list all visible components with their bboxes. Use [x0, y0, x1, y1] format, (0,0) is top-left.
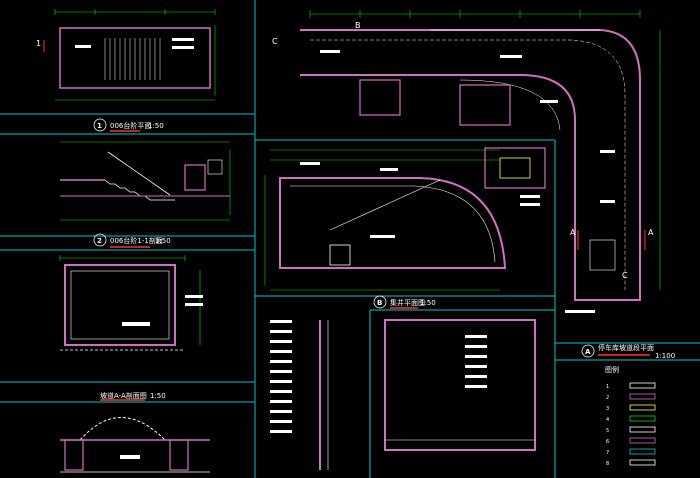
legend-swatch — [629, 404, 656, 411]
panel-a-ramp-plan: B C A A C A 停车库坡道段平面 1:100 — [272, 10, 675, 360]
legend-item-label: 4 — [606, 417, 609, 423]
panel-b-number: B — [377, 299, 382, 307]
panel-2-section: 2 006台阶1-1剖面 1:50 — [60, 141, 231, 248]
panel-4-scale: 1:50 — [150, 392, 166, 400]
legend-swatch — [629, 415, 656, 422]
panel-b-title: 集井平面图 — [390, 298, 425, 307]
panel-b-scale: 1:50 — [420, 299, 436, 307]
legend-item-label: 2 — [606, 395, 609, 401]
legend-item-label: 1 — [606, 384, 609, 390]
legend-item-label: 3 — [606, 406, 609, 412]
grid-label-c-right: C — [622, 271, 628, 280]
section-mark-1: 1 — [36, 39, 41, 48]
legend-swatch — [629, 393, 656, 400]
legend-title: 图例 — [605, 365, 619, 374]
panel-4-title: 坡道A-A剖面图 — [100, 391, 147, 400]
panel-3-pit-section — [59, 255, 203, 351]
panel-1-number: 1 — [97, 122, 102, 130]
legend-swatch — [629, 437, 656, 444]
panel-1-plan: 1 1 006台阶平面 1:50 — [36, 9, 216, 132]
legend-item-label: 6 — [606, 439, 609, 445]
panel-a-scale: 1:100 — [655, 352, 675, 360]
grid-label-c: C — [272, 37, 278, 46]
panel-4-ramp-section: 坡道A-A剖面图 1:50 — [60, 391, 210, 473]
legend-item-label: 8 — [606, 461, 609, 467]
grid-label-b: B — [355, 21, 361, 30]
grid-label-a-left: A — [570, 228, 576, 237]
panel-2-scale: 1:50 — [155, 237, 171, 245]
legend-swatch — [629, 448, 656, 455]
panel-2-number: 2 — [97, 237, 102, 245]
panel-b-well-plan: B 集井平面图 1:50 — [264, 147, 546, 309]
legend-swatch — [629, 459, 656, 466]
legend: 图例 1 2 3 4 5 6 7 8 — [605, 365, 656, 467]
panel-wall-detail — [270, 319, 536, 470]
legend-item-label: 7 — [606, 450, 609, 456]
panel-2-title: 006台阶1-1剖面 — [110, 236, 163, 245]
panel-1-scale: 1:50 — [148, 122, 164, 130]
grid-label-a-right: A — [648, 228, 654, 237]
panel-a-title: 停车库坡道段平面 — [598, 343, 654, 352]
legend-swatch — [629, 426, 656, 433]
legend-swatch — [629, 382, 656, 389]
panel-1-title: 006台阶平面 — [110, 121, 151, 130]
panel-a-number: A — [585, 348, 591, 356]
legend-item-label: 5 — [606, 428, 609, 434]
